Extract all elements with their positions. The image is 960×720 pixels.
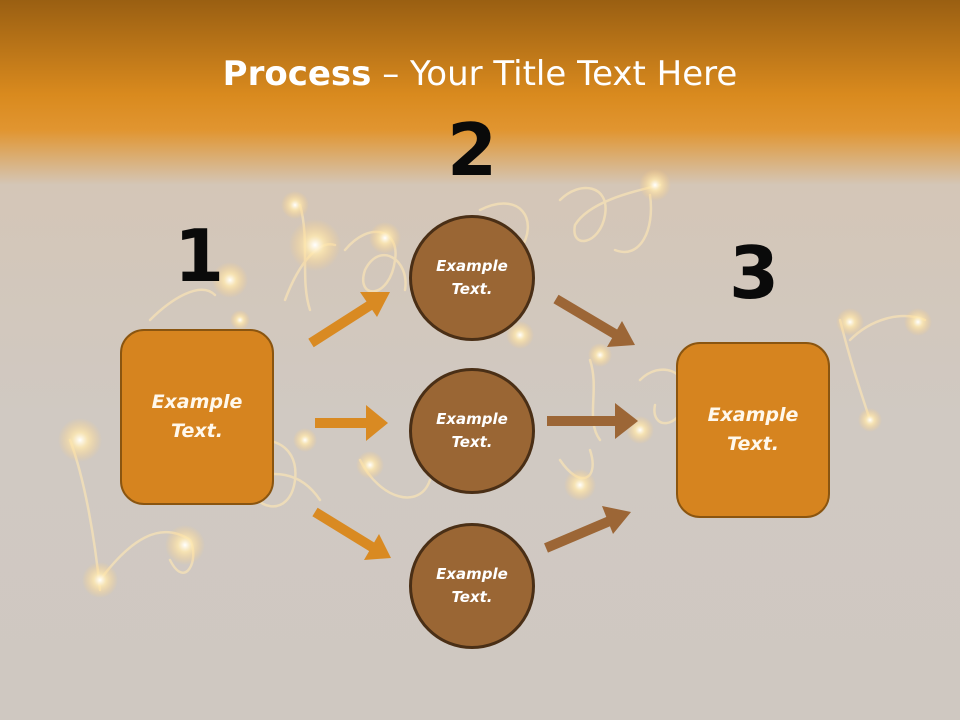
page-title: Process – Your Title Text Here (0, 52, 960, 96)
arrow-right-top (553, 294, 635, 347)
arrow-right-bottom (544, 506, 631, 553)
right-box: Example Text. (676, 342, 830, 518)
circle-bottom: Example Text. (409, 523, 535, 649)
title-bold: Process (222, 54, 372, 94)
arrow-left-bottom (312, 507, 391, 560)
circle-top: Example Text. (409, 215, 535, 341)
title-rest: Your Title Text Here (410, 54, 738, 94)
step-number-3: 3 (728, 231, 780, 315)
arrow-left-middle (315, 405, 388, 441)
step-number-2: 2 (446, 108, 498, 192)
left-box: Example Text. (120, 329, 274, 505)
circle-middle: Example Text. (409, 368, 535, 494)
arrow-left-top (308, 292, 390, 348)
step-number-1: 1 (173, 214, 225, 298)
title-dash: – (371, 54, 411, 94)
arrow-right-middle (547, 403, 638, 439)
